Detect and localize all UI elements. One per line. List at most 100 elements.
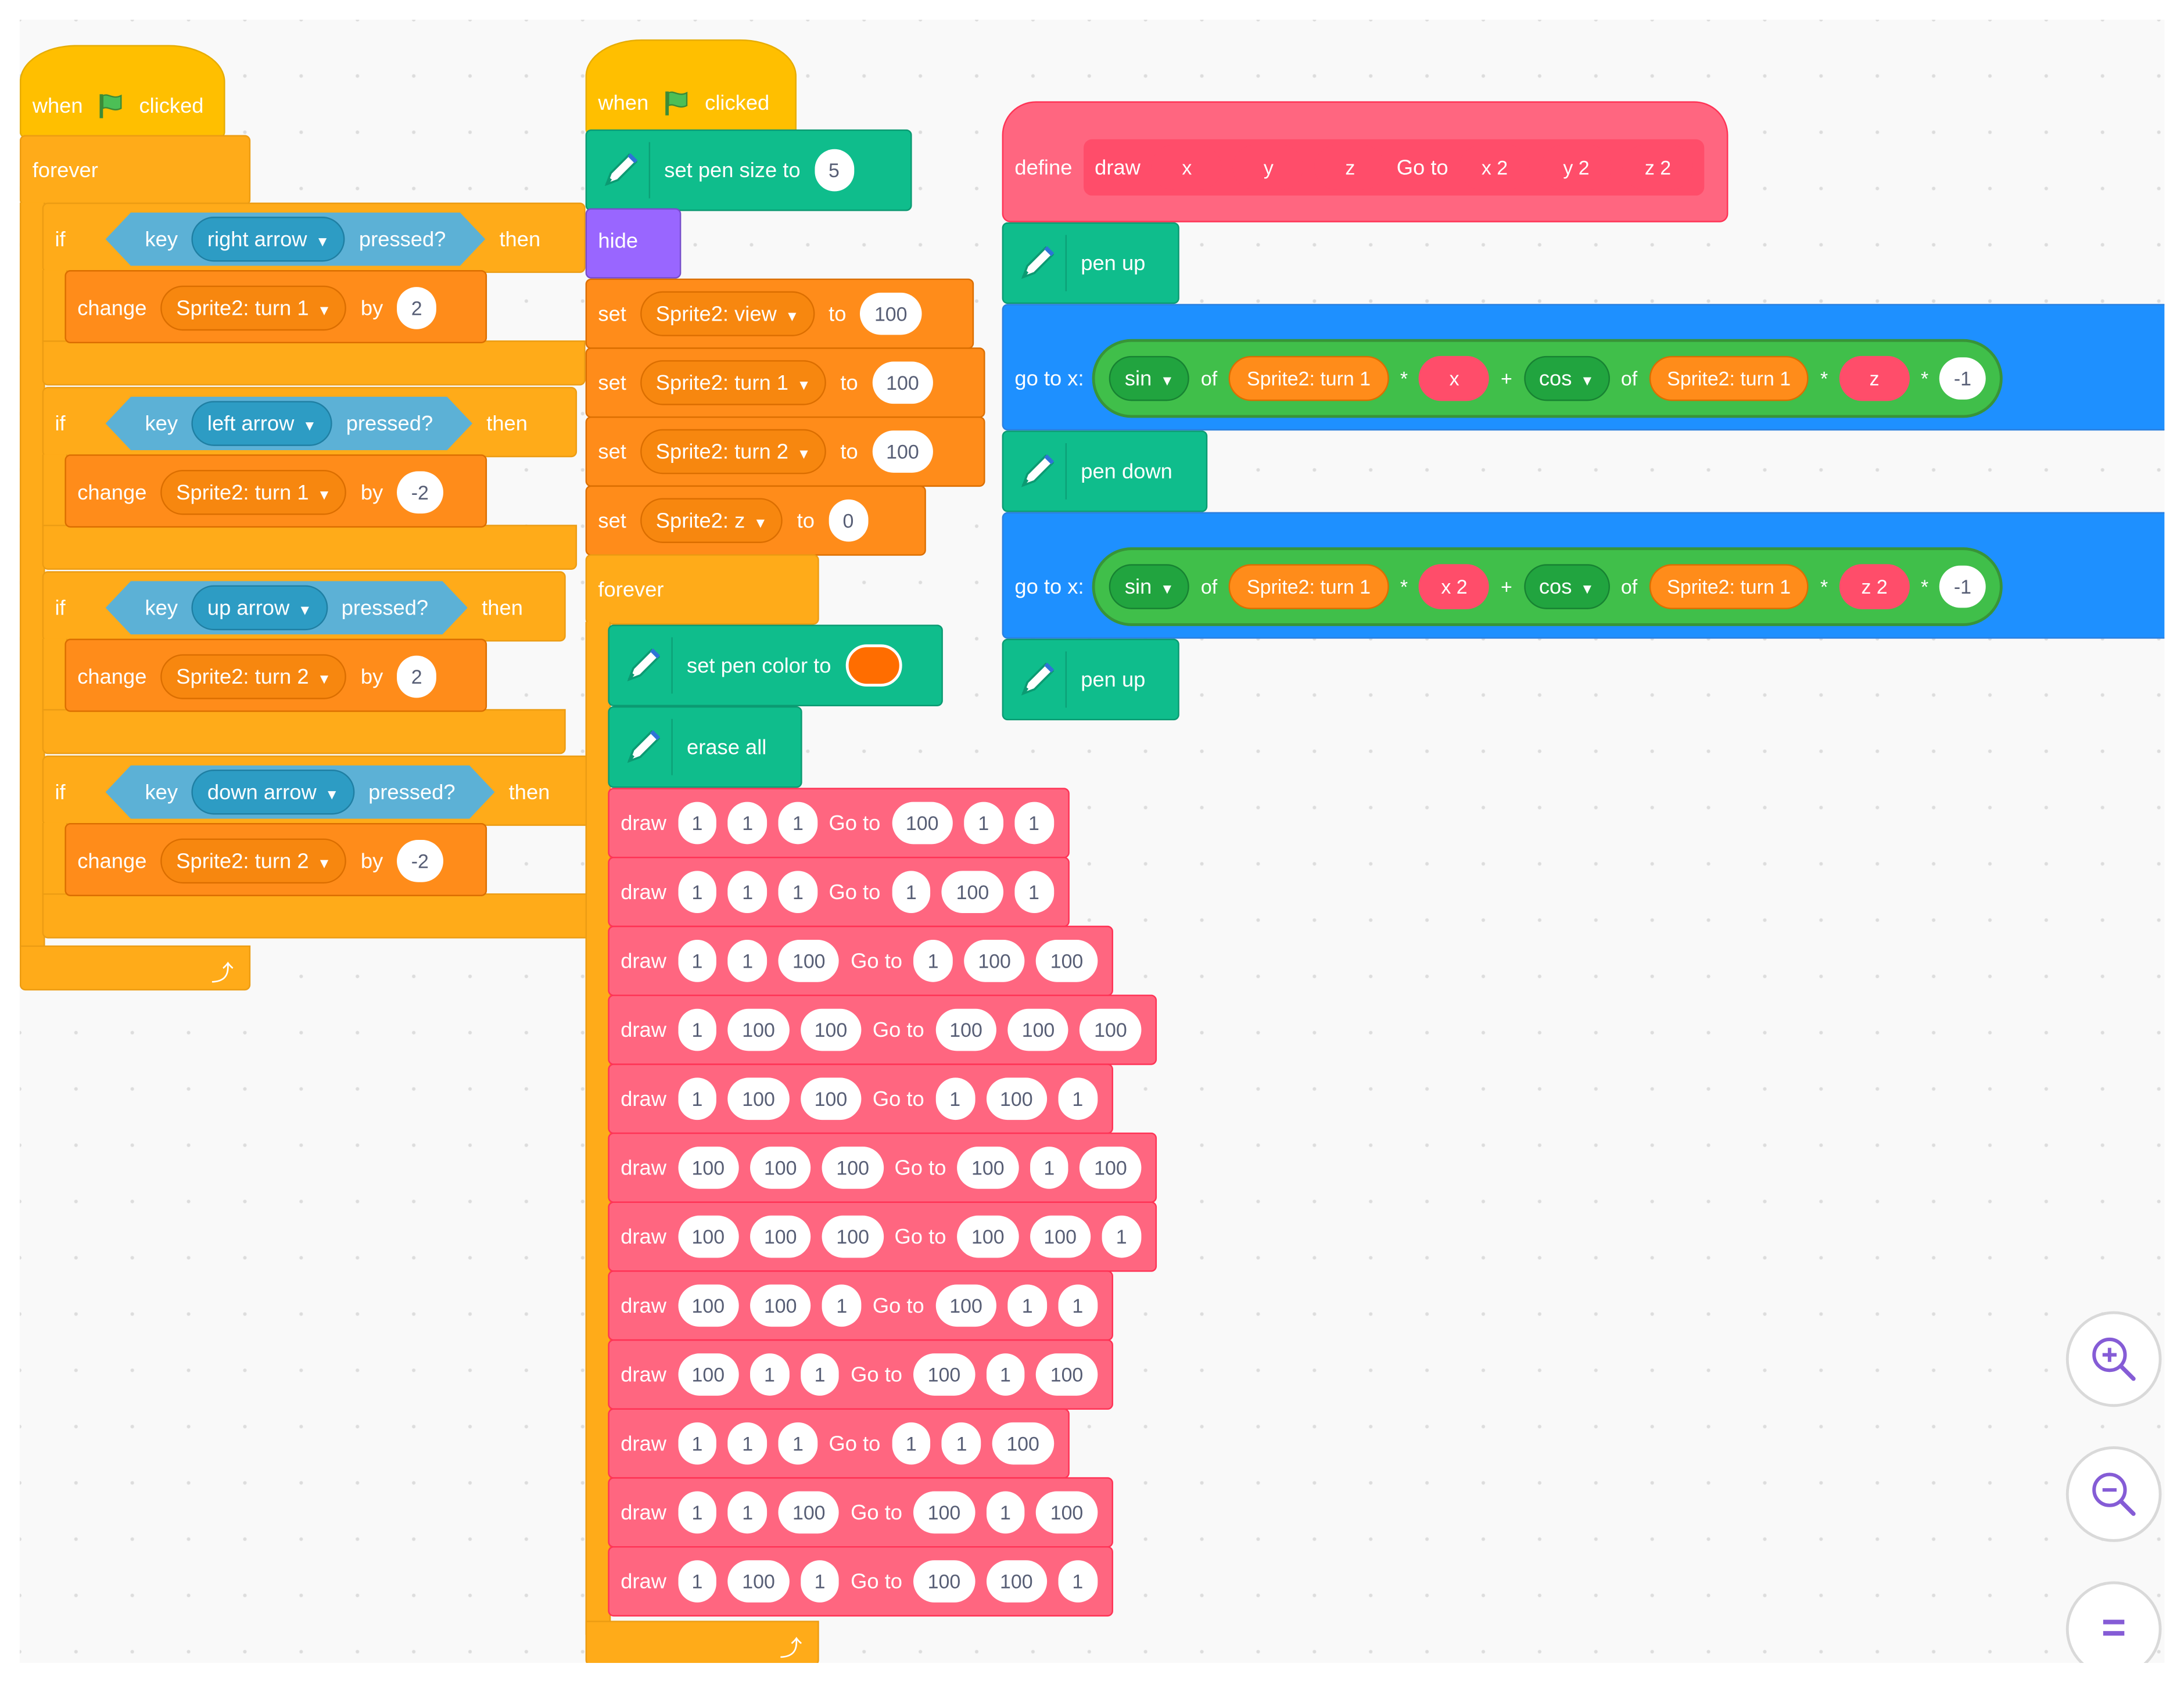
zoom-reset-button[interactable]: =	[2065, 1581, 2162, 1664]
draw-arg-input[interactable]: 100	[1030, 1215, 1091, 1258]
arg-x2-reporter[interactable]: x 2	[1419, 564, 1490, 609]
draw-arg-input[interactable]: 100	[677, 1147, 739, 1189]
draw-arg-input[interactable]: 1	[985, 1353, 1025, 1396]
draw-arg-input[interactable]: 1	[1058, 1077, 1098, 1120]
variable-dropdown[interactable]: Sprite2: turn 2▼	[160, 654, 347, 699]
draw-arg-input[interactable]: 1	[1030, 1147, 1069, 1189]
draw-arg-input[interactable]: 1	[1058, 1560, 1098, 1603]
draw-arg-input[interactable]: 1	[778, 1422, 818, 1465]
draw-arg-input[interactable]: 1	[822, 1284, 862, 1327]
hide-block[interactable]: hide	[585, 208, 682, 279]
draw-arg-input[interactable]: 100	[749, 1215, 811, 1258]
draw-arg-input[interactable]: 1	[677, 1008, 717, 1051]
set-value-input[interactable]: 100	[872, 430, 933, 473]
arg-x[interactable]: x	[1152, 145, 1222, 190]
draw-arg-input[interactable]: 1	[728, 940, 768, 982]
draw-arg-input[interactable]: 100	[1036, 940, 1098, 982]
operator-outer[interactable]: sin▼ of Sprite2: turn 1 * x 2 + cos▼ of …	[1092, 547, 2003, 626]
draw-arg-input[interactable]: 100	[800, 1008, 862, 1051]
draw-arg-input[interactable]: 100	[1080, 1147, 1141, 1189]
variable-dropdown[interactable]: Sprite2: turn 1▼	[640, 360, 827, 405]
cos-dropdown[interactable]: cos▼	[1523, 564, 1610, 609]
goto-xyz-block-1[interactable]: go to x: sin▼ of Sprite2: turn 1 * x + c…	[1002, 304, 2165, 431]
arg-z2[interactable]: z 2	[1622, 145, 1694, 190]
arg-z2-reporter[interactable]: z 2	[1839, 564, 1910, 609]
draw-arg-input[interactable]: 1	[728, 871, 768, 914]
draw-arg-input[interactable]: 100	[992, 1422, 1054, 1465]
draw-arg-input[interactable]: 100	[985, 1560, 1047, 1603]
turn1-reporter[interactable]: Sprite2: turn 1	[1228, 355, 1389, 401]
draw-arg-input[interactable]: 1	[1007, 1284, 1047, 1327]
variable-dropdown[interactable]: Sprite2: turn 2▼	[640, 429, 827, 475]
draw-arg-input[interactable]: 1	[1102, 1215, 1141, 1258]
variable-dropdown[interactable]: Sprite2: turn 1▼	[160, 470, 347, 515]
pen-color-swatch[interactable]	[845, 644, 902, 687]
draw-arg-input[interactable]: 100	[800, 1077, 862, 1120]
forever-top-2[interactable]: forever	[585, 554, 819, 625]
draw-arg-input[interactable]: 100	[957, 1215, 1019, 1258]
draw-arg-input[interactable]: 1	[1014, 802, 1054, 845]
pen-size-input[interactable]: 5	[814, 149, 854, 192]
draw-arg-input[interactable]: 1	[1058, 1284, 1098, 1327]
neg-one-input[interactable]: -1	[1939, 565, 1986, 608]
arg-z[interactable]: z	[1315, 145, 1386, 190]
draw-arg-input[interactable]: 100	[1036, 1491, 1098, 1534]
operator-outer[interactable]: sin▼ of Sprite2: turn 1 * x + cos▼ of Sp…	[1092, 339, 2003, 418]
draw-arg-input[interactable]: 1	[728, 1491, 768, 1534]
arg-x2[interactable]: x 2	[1459, 145, 1530, 190]
draw-arg-input[interactable]: 1	[728, 1422, 768, 1465]
forever-top[interactable]: forever	[19, 135, 251, 206]
draw-arg-input[interactable]: 100	[728, 1560, 790, 1603]
draw-arg-input[interactable]: 1	[935, 1077, 975, 1120]
change-amount-input[interactable]: -2	[397, 840, 443, 882]
neg-one-input[interactable]: -1	[1939, 357, 1986, 400]
sin-dropdown[interactable]: sin▼	[1109, 355, 1190, 401]
draw-arg-input[interactable]: 100	[913, 1491, 975, 1534]
draw-arg-input[interactable]: 100	[677, 1353, 739, 1396]
pen-down-block[interactable]: pen down	[1002, 430, 1208, 512]
draw-arg-input[interactable]: 1	[800, 1560, 840, 1603]
draw-arg-input[interactable]: 1	[677, 940, 717, 982]
draw-arg-input[interactable]: 1	[964, 802, 1003, 845]
draw-arg-input[interactable]: 1	[778, 871, 818, 914]
variable-dropdown[interactable]: Sprite2: z▼	[640, 498, 783, 543]
when-flag-clicked-hat-2[interactable]: when clicked	[585, 39, 797, 135]
draw-arg-input[interactable]: 1	[891, 1422, 931, 1465]
turn1-reporter[interactable]: Sprite2: turn 1	[1228, 564, 1389, 609]
draw-arg-input[interactable]: 100	[935, 1284, 997, 1327]
turn1-reporter[interactable]: Sprite2: turn 1	[1648, 355, 1809, 401]
draw-arg-input[interactable]: 1	[677, 1422, 717, 1465]
draw-arg-input[interactable]: 100	[985, 1077, 1047, 1120]
draw-arg-input[interactable]: 100	[822, 1147, 884, 1189]
draw-arg-input[interactable]: 1	[913, 940, 953, 982]
draw-arg-input[interactable]: 100	[677, 1215, 739, 1258]
draw-arg-input[interactable]: 1	[942, 1422, 981, 1465]
draw-arg-input[interactable]: 1	[677, 871, 717, 914]
draw-arg-input[interactable]: 100	[1036, 1353, 1098, 1396]
draw-arg-input[interactable]: 1	[800, 1353, 840, 1396]
turn1-reporter[interactable]: Sprite2: turn 1	[1648, 564, 1809, 609]
draw-arg-input[interactable]: 100	[1080, 1008, 1141, 1051]
draw-arg-input[interactable]: 1	[677, 1491, 717, 1534]
arg-y[interactable]: y	[1233, 145, 1304, 190]
set-pen-color-block[interactable]: set pen color to	[608, 624, 943, 706]
draw-arg-input[interactable]: 100	[728, 1008, 790, 1051]
